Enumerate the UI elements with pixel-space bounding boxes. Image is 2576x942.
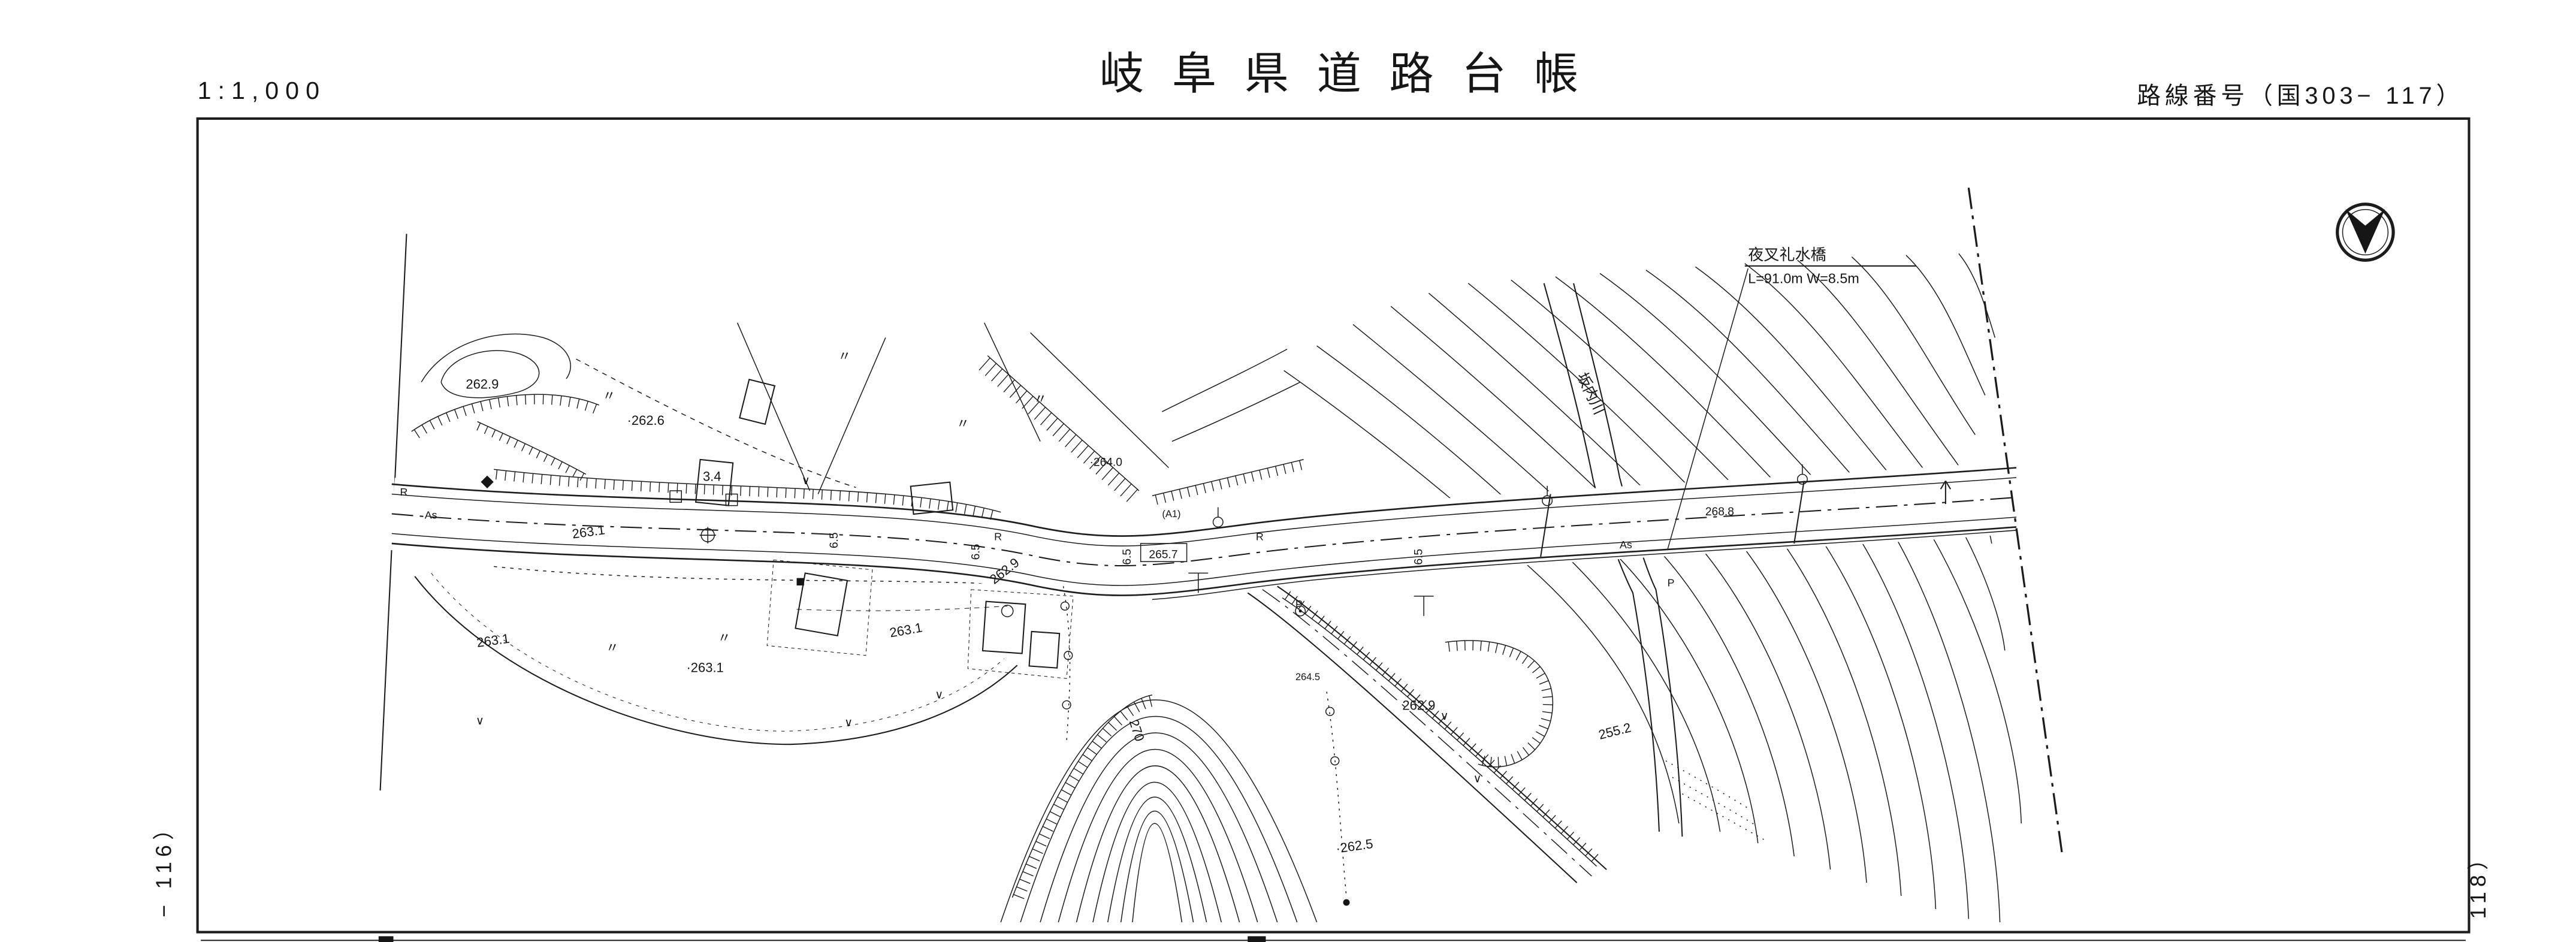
elevation-label: ·262.5 [1335, 836, 1374, 856]
width-label: 6.5 [1412, 549, 1425, 565]
scale-label: 1:1,000 [198, 77, 326, 104]
elevation-label: 265.7 [1149, 549, 1177, 561]
road-mark-label: P [1668, 576, 1675, 588]
contour-label: 270 [1127, 718, 1147, 744]
road-mark-label: (A1) [1162, 509, 1180, 520]
terrain-left [379, 234, 1047, 791]
elevation-label: 3.4 [703, 469, 721, 484]
sheet-references: − 116） 118） [152, 814, 2490, 919]
map-frame [196, 117, 2471, 942]
elevation-label: 262.9 [466, 377, 499, 392]
road-mark-label: R [400, 486, 408, 498]
north-arrow-icon [2336, 203, 2395, 262]
pavement-label: As [425, 509, 437, 521]
elevation-label: 255.2 [1597, 720, 1632, 742]
elevation-label: ·263.1 [686, 660, 723, 675]
elevation-label: 268.8 [1705, 506, 1734, 518]
vegetation-mark: ∨ [1440, 710, 1449, 723]
elevation-label: 264.5 [1295, 672, 1320, 683]
ditto-mark: 〃 [602, 388, 615, 403]
ditto-mark: 〃 [718, 630, 731, 645]
right-sheet-ref: 118） [2466, 844, 2490, 919]
elevation-label: 263.1 [889, 620, 923, 640]
left-sheet-ref: − 116） [152, 814, 176, 917]
width-label: 6.5 [1121, 549, 1134, 565]
ditto-mark: 〃 [606, 640, 619, 655]
pavement-label: As [1620, 539, 1632, 551]
branch-road [1060, 585, 1607, 906]
width-label: 6.5 [828, 532, 841, 548]
elevation-label: 262.9 [1402, 698, 1435, 712]
main-road [391, 467, 2017, 600]
vegetation-mark: ∨ [1473, 772, 1482, 785]
elevation-label: ·264.0 [1089, 457, 1122, 469]
vegetation-mark: ∨ [802, 475, 810, 487]
ditto-mark: 〃 [838, 349, 851, 364]
sheet-header: 1:1,000 岐阜県道路台帳 路線番号（国303− 117） [198, 49, 2464, 109]
contour-bowl [1000, 695, 1318, 923]
vegetation-mark: ∨ [476, 715, 484, 727]
bridge-name-label: 夜叉礼水橋 [1748, 246, 1826, 264]
road-mark-label: P [1295, 598, 1303, 610]
ditto-mark: 〃 [956, 416, 970, 431]
route-number-label: 路線番号（国303− 117） [2137, 83, 2464, 109]
survey-symbols [699, 464, 1808, 617]
bridge-spec-label: L=91.0m W=8.5m [1748, 271, 1859, 286]
road-mark-label: R [1256, 530, 1264, 542]
elevation-label: ·262.6 [627, 413, 665, 428]
direction-arrow [1940, 480, 1952, 504]
width-label: 6.5 [970, 544, 982, 560]
ditto-mark: 〃 [1034, 391, 1047, 406]
river [1543, 283, 1683, 837]
bridge-annotation: 夜叉礼水橋 L=91.0m W=8.5m [1666, 246, 1916, 551]
sheet-title: 岐阜県道路台帳 [1100, 49, 1606, 98]
elevation-label: 263.1 [476, 631, 511, 650]
vegetation-mark: ∨ [935, 689, 943, 701]
vegetation-mark: ∨ [844, 717, 853, 729]
buildings [481, 379, 1074, 679]
bridge-leader-line [1666, 268, 1749, 551]
road-mark-label: R [994, 530, 1002, 542]
river-label: 坂内川 [1574, 370, 1608, 417]
